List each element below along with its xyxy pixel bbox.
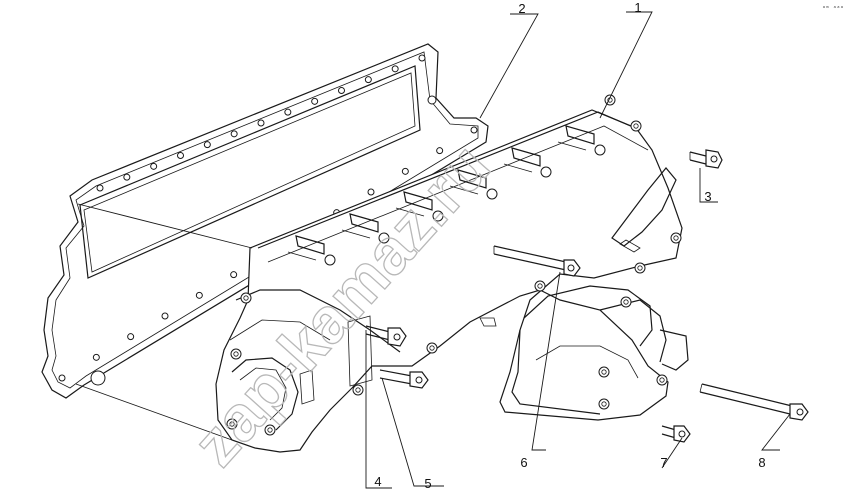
leader-lines [75,11,791,489]
callout-5: 5 [424,476,431,491]
runner-ridge [503,163,533,173]
gasket-hole [418,54,426,62]
mounting-boss [226,418,238,430]
mounting-boss [656,374,668,386]
corner-mark: ᵃᵐ ᵃᵃᵃ [822,5,844,12]
boss-bore [243,295,249,301]
runner-ridge [395,207,425,217]
mounting-boss [670,232,682,244]
runner-boss [486,188,498,200]
runner-ridge [565,125,595,145]
callout-2: 2 [518,1,525,16]
gasket-hole [436,147,444,155]
runner-ridge [403,191,433,211]
gasket-hole [150,162,158,170]
boss-bore [429,345,435,351]
boss-bore [673,235,679,241]
mounting-boss [620,296,632,308]
boss-bore [633,123,639,129]
gasket-hole [96,184,104,192]
runner-boss [324,254,336,266]
gasket-hole [427,95,437,105]
callout-1: 1 [634,0,641,15]
manifold-gasket [41,43,489,399]
gasket-hole [338,87,345,94]
bolt-part-5 [379,369,429,389]
mounting-boss [598,366,610,378]
boss-bore [537,283,543,289]
stud-part-6 [493,245,581,277]
gasket-hole [470,126,478,134]
gasket-hole [203,141,211,149]
callout-8: 8 [758,455,765,470]
mounting-boss [230,348,242,360]
runner-boss [378,232,390,244]
callout-3: 3 [704,189,711,204]
mounting-boss [634,262,646,274]
gasket-hole [230,271,238,279]
gasket-hole [195,291,203,299]
gasket-hole [161,312,169,320]
intake-manifold [215,94,689,453]
boss-bore [233,351,239,357]
long-bolt-part-8 [699,383,809,421]
runner-ridge [449,185,479,195]
gasket-hole [401,167,409,175]
callout-7: 7 [660,455,667,470]
callout-4: 4 [374,474,381,489]
mounting-boss [604,94,616,106]
runner-boss [594,144,606,156]
bolt-part-7 [661,425,691,443]
gasket-hole [177,152,184,159]
runner-boss [432,210,444,222]
mounting-boss [264,424,276,436]
mounting-boss [598,398,610,410]
gasket-hole [58,374,66,382]
callout-labels: 1 2 3 4 5 6 7 8 [374,0,765,491]
bolt-part-4 [365,325,407,347]
gasket-hole [230,130,238,138]
runner-ridge [287,251,317,261]
runner-ridge [511,147,541,167]
gasket-hole [391,65,399,73]
callout-6: 6 [520,455,527,470]
gasket-hole [90,370,106,386]
boss-bore [601,369,607,375]
boss-bore [623,299,629,305]
gasket-hole [367,188,375,196]
gasket-hole [123,173,131,181]
runner-ridge [457,169,487,189]
runner-ridge [341,229,371,239]
boss-bore [229,421,235,427]
runner-ridge [557,141,587,151]
boss-bore [659,377,665,383]
gasket-hole [284,108,292,116]
mounting-boss [352,384,364,396]
mounting-boss [426,342,438,354]
gasket-hole [311,97,319,105]
mounting-boss [630,120,642,132]
mounting-boss [240,292,252,304]
boss-bore [601,401,607,407]
gasket-hole [257,119,265,127]
mounting-boss [534,280,546,292]
runner-boss [540,166,552,178]
runner-ridge [349,213,379,233]
gasket-hole [92,353,100,361]
bolt-part-3 [689,149,723,169]
runner-ridge [295,235,325,255]
gasket-hole [364,76,372,84]
gasket-hole [127,333,135,341]
boss-bore [355,387,361,393]
boss-bore [267,427,273,433]
boss-bore [637,265,643,271]
